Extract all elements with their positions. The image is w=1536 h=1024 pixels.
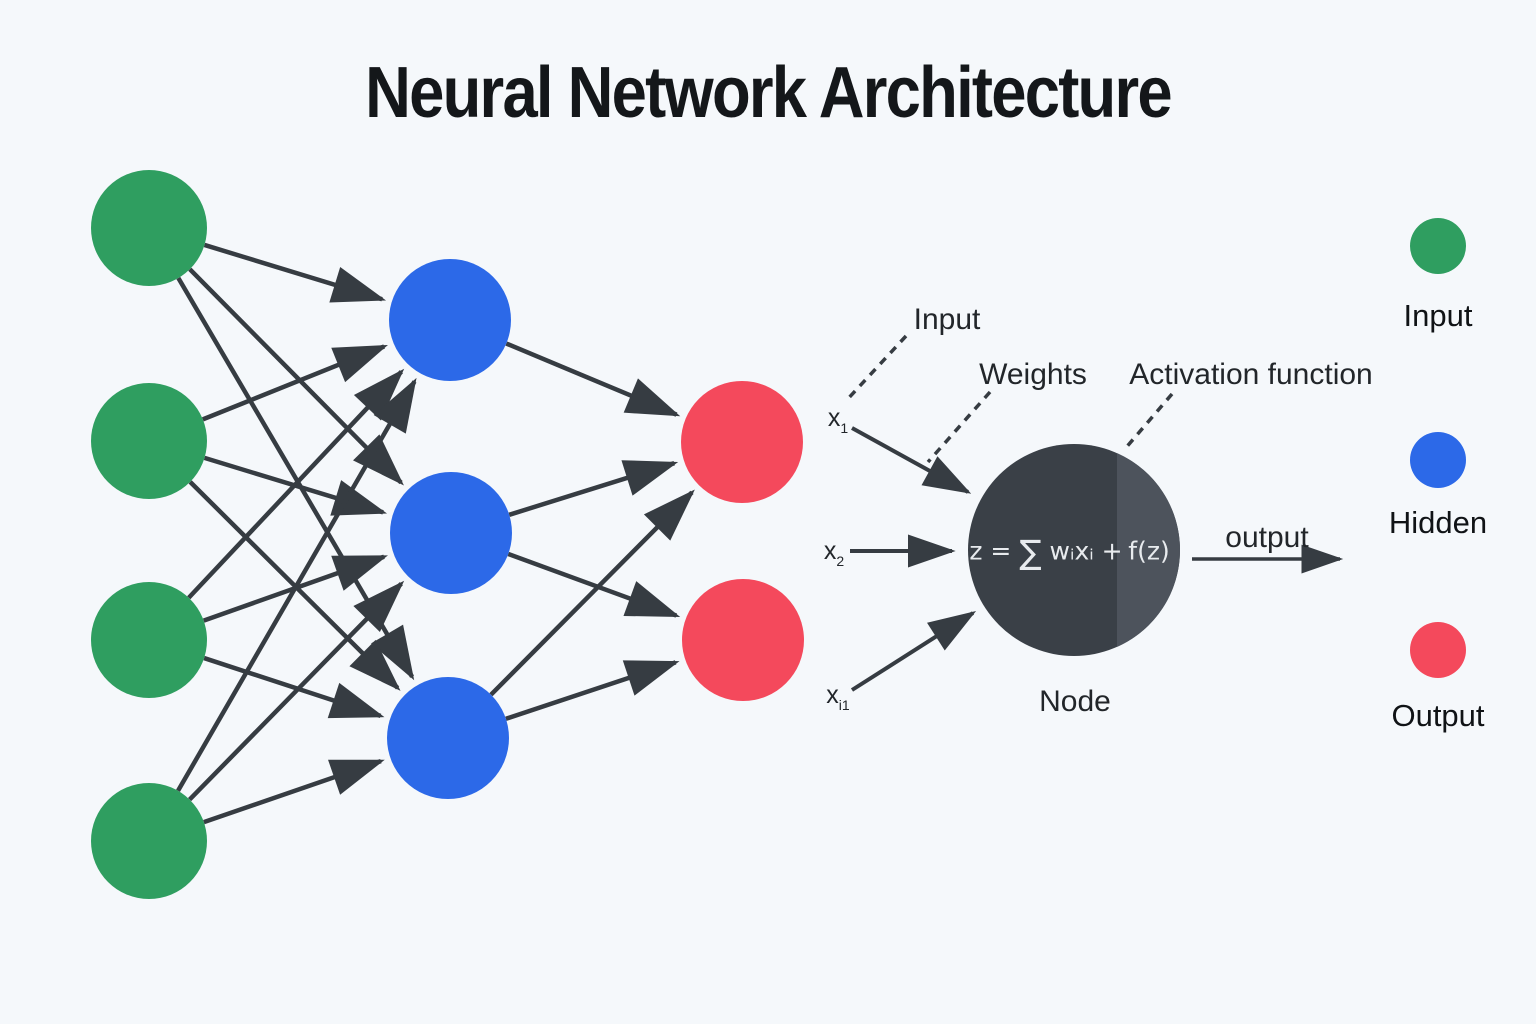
annotation-dashed-line-1 <box>843 334 908 404</box>
hidden-node-b2 <box>390 472 512 594</box>
big-node-activation-segment <box>1117 453 1180 647</box>
output-node-r2 <box>682 579 804 701</box>
page-title: Neural Network Architecture <box>365 53 1172 133</box>
legend-label-output: Output <box>1391 698 1485 733</box>
edge-g3-b3 <box>203 655 385 719</box>
edge-g3-b1 <box>187 368 405 600</box>
legend-swatch-input <box>1410 218 1466 274</box>
xi1-subscript: i1 <box>838 697 850 713</box>
annotation-dashed-line-2 <box>926 390 992 464</box>
input-node-g4 <box>91 783 207 899</box>
edge-b2-r1 <box>508 460 679 517</box>
activation-annotation-label: Activation function <box>1129 358 1373 391</box>
xi1-input-label: xi1 <box>826 681 849 713</box>
legend-label-hidden: Hidden <box>1388 505 1488 540</box>
x2-input-label: x2 <box>824 537 844 569</box>
hidden-node-b3 <box>387 677 509 799</box>
edge-b3-r1 <box>489 489 695 697</box>
x1-base: x <box>827 404 841 432</box>
input-node-g2 <box>91 383 207 499</box>
formula-post: wᵢxᵢ + <box>1049 536 1123 566</box>
activation-formula: f(z) <box>1128 536 1170 566</box>
weighted-sum-formula: z = ∑ wᵢxᵢ + <box>969 533 1122 572</box>
weights-annotation-label: Weights <box>979 358 1087 391</box>
edge-g4-b2 <box>188 580 405 802</box>
x2-subscript: 2 <box>836 553 845 569</box>
input-arrow-1 <box>851 426 972 494</box>
x2-base: x <box>823 537 837 565</box>
edge-g4-b1 <box>176 377 417 792</box>
edge-g2-b1 <box>201 344 388 422</box>
edge-g2-b3 <box>188 480 401 691</box>
input-arrow-3 <box>850 611 977 692</box>
edge-b2-r2 <box>507 551 681 618</box>
output-node-r1 <box>681 381 803 503</box>
legend-swatch-output <box>1410 622 1466 678</box>
node-label: Node <box>1039 685 1111 718</box>
edge-b1-r1 <box>505 341 681 417</box>
input-node-g1 <box>91 170 207 286</box>
edge-g4-b3 <box>203 758 385 825</box>
annotation-dashed-line-3 <box>1122 392 1174 452</box>
xi1-base: x <box>826 681 839 709</box>
sigma-symbol: ∑ <box>1019 532 1042 572</box>
legend-swatch-hidden <box>1410 432 1466 488</box>
input-node-g3 <box>91 582 207 698</box>
hidden-node-b1 <box>389 259 511 381</box>
x1-input-label: x1 <box>828 404 848 436</box>
formula-pre: z = <box>969 536 1012 566</box>
edge-g1-b2 <box>188 267 404 486</box>
x1-subscript: 1 <box>840 420 849 436</box>
output-arrow-label: output <box>1225 521 1309 554</box>
legend-label-input: Input <box>1403 298 1473 333</box>
input-annotation-label: Input <box>913 303 981 336</box>
edge-g1-b1 <box>203 242 387 303</box>
edge-b3-r2 <box>505 660 680 721</box>
